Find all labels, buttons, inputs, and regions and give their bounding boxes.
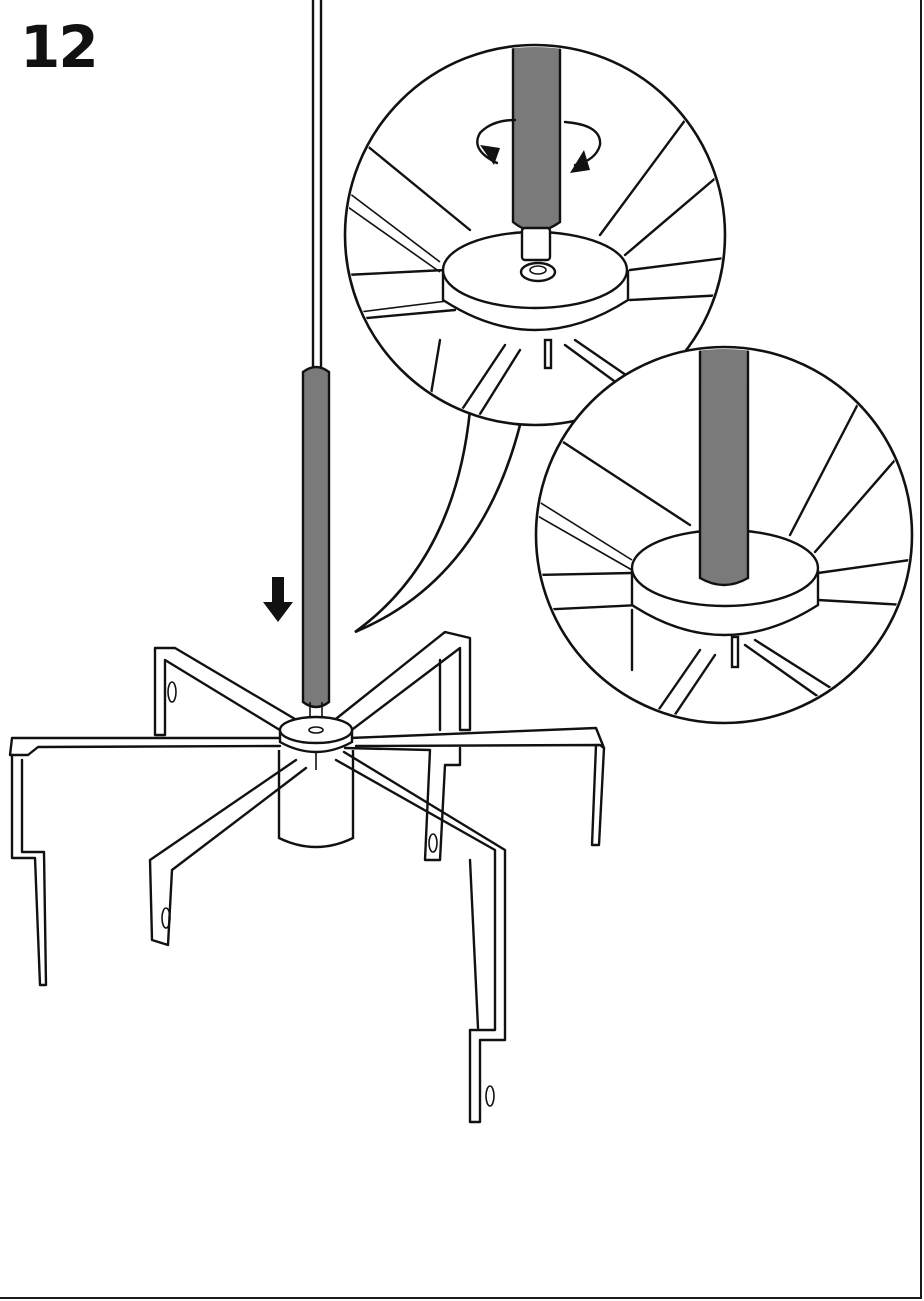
callout-tail xyxy=(354,408,522,634)
detail-rotate-rod xyxy=(343,43,727,427)
down-arrow-icon xyxy=(263,577,293,622)
step-number: 12 xyxy=(20,13,99,81)
spider-frame xyxy=(8,630,606,1124)
hub-disc xyxy=(278,715,354,770)
hanging-cord xyxy=(311,0,323,374)
detail-rod-seated xyxy=(534,345,914,725)
lamp-rod xyxy=(301,365,331,725)
rotate-arrows-icon xyxy=(476,118,602,173)
